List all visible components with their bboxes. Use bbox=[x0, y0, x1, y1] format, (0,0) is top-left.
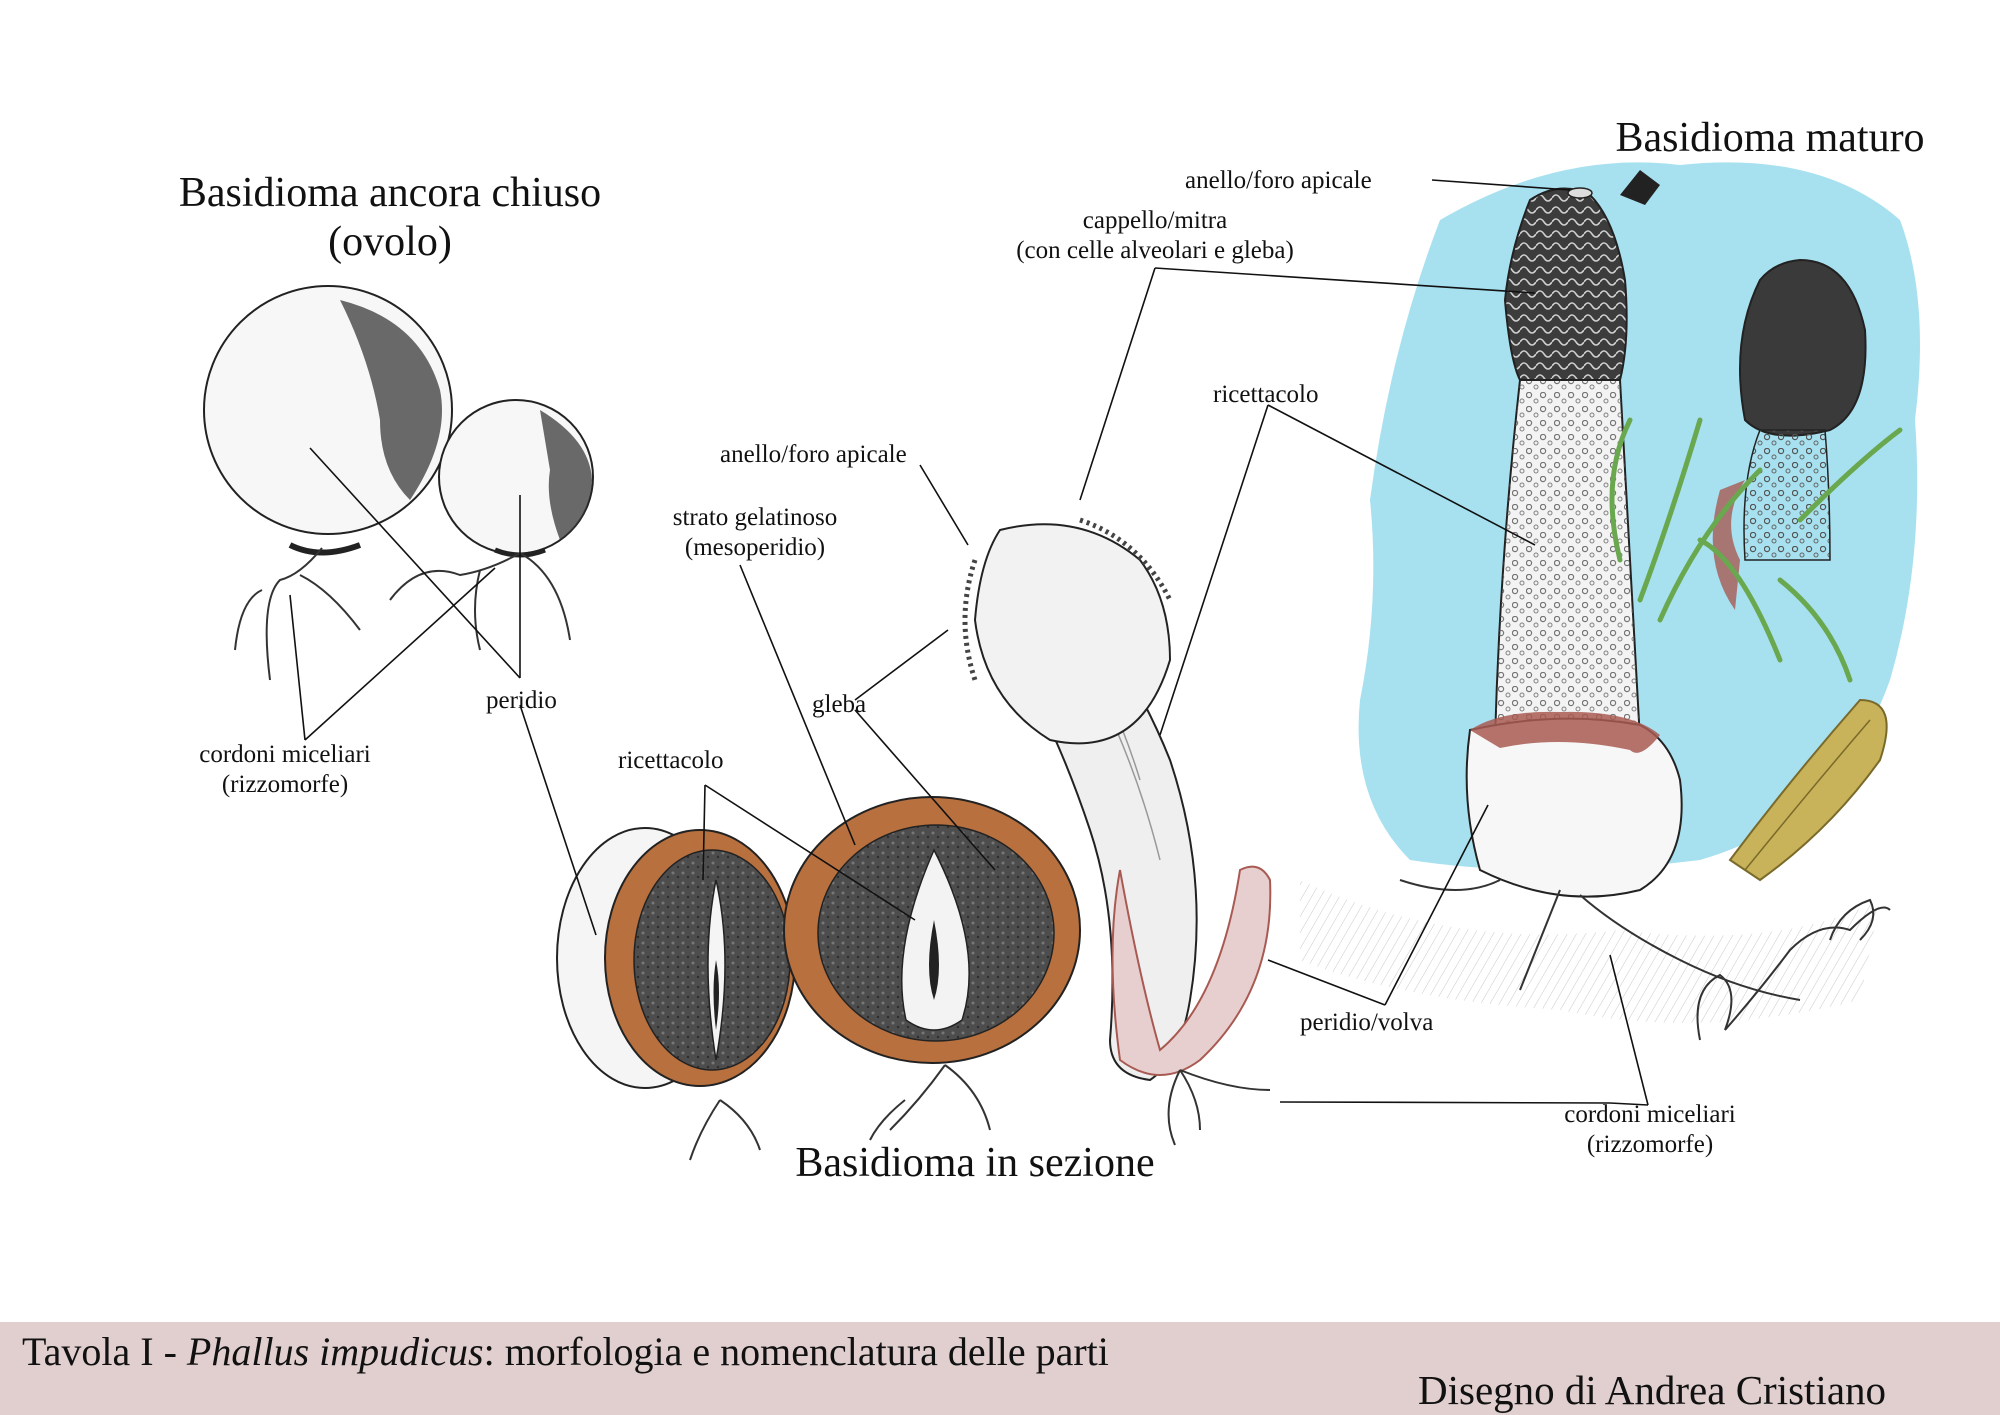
plate-caption: Tavola I - Phallus impudicus: morfologia… bbox=[22, 1328, 1109, 1376]
label-cordoni-left-line1: cordoni miceliari bbox=[140, 740, 430, 770]
title-closed-sub: (ovolo) bbox=[150, 218, 630, 266]
label-strato-line2: (mesoperidio) bbox=[640, 533, 870, 563]
caption-species: Phallus impudicus bbox=[187, 1329, 484, 1374]
label-strato-line1: strato gelatinoso bbox=[640, 503, 870, 533]
label-ricettacolo-left: ricettacolo bbox=[618, 746, 724, 776]
label-cappello: cappello/mitra (con celle alveolari e gl… bbox=[965, 206, 1345, 266]
section-egg-left bbox=[557, 828, 795, 1088]
label-cordoni-left: cordoni miceliari (rizzomorfe) bbox=[140, 740, 430, 800]
label-cordoni-right-line1: cordoni miceliari bbox=[1530, 1100, 1770, 1130]
label-peridio-volva: peridio/volva bbox=[1300, 1008, 1433, 1038]
label-gleba: gleba bbox=[812, 690, 866, 720]
label-anello-top: anello/foro apicale bbox=[1185, 166, 1372, 196]
caption-prefix: Tavola I - bbox=[22, 1329, 187, 1374]
section-egg-right bbox=[784, 797, 1080, 1063]
label-cappello-line2: (con celle alveolari e gleba) bbox=[965, 236, 1345, 266]
title-section: Basidioma in sezione bbox=[760, 1139, 1190, 1187]
closed-egg-large bbox=[204, 286, 452, 553]
label-cordoni-right: cordoni miceliari (rizzomorfe) bbox=[1530, 1100, 1770, 1160]
label-ricettacolo-right: ricettacolo bbox=[1213, 380, 1319, 410]
label-cordoni-right-line2: (rizzomorfe) bbox=[1530, 1130, 1770, 1160]
title-closed: Basidioma ancora chiuso bbox=[150, 169, 630, 217]
label-strato-gelatinoso: strato gelatinoso (mesoperidio) bbox=[640, 503, 870, 563]
closed-egg-small bbox=[439, 400, 593, 555]
label-cappello-line1: cappello/mitra bbox=[965, 206, 1345, 236]
caption-suffix: : morfologia e nomenclatura delle parti bbox=[484, 1329, 1109, 1374]
label-cordoni-left-line2: (rizzomorfe) bbox=[140, 770, 430, 800]
title-mature: Basidioma maturo bbox=[1580, 114, 1960, 162]
label-peridio: peridio bbox=[486, 686, 557, 716]
artist-credit: Disegno di Andrea Cristiano bbox=[1418, 1366, 1886, 1414]
label-anello-mid: anello/foro apicale bbox=[720, 440, 907, 470]
